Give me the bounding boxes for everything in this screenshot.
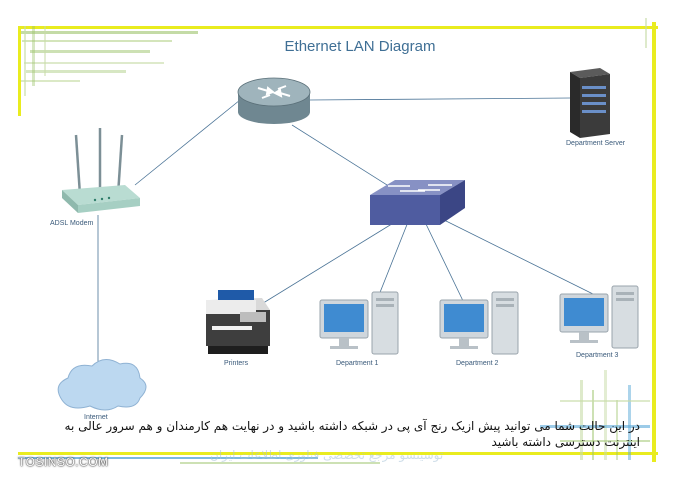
label-department-1: Department 1 bbox=[336, 360, 379, 367]
router-icon bbox=[237, 77, 311, 124]
label-department-2: Department 2 bbox=[456, 360, 499, 367]
diagram-title: Ethernet LAN Diagram bbox=[284, 38, 436, 55]
label-department-server: Department Server bbox=[566, 140, 626, 147]
department-2-computer-icon bbox=[439, 291, 519, 355]
caption-text: در این حالت شما می توانید پیش ازیک رنج آ… bbox=[64, 419, 640, 449]
adsl-modem-icon bbox=[62, 128, 140, 213]
server-icon bbox=[570, 68, 610, 138]
department-1-computer-icon bbox=[319, 291, 399, 355]
watermark-text: توسینسو مرجع تخصصی فناوری اطلاعات ایران bbox=[210, 448, 444, 462]
brand-logo-text: TOSINSO.COM bbox=[18, 455, 109, 469]
switch-icon bbox=[370, 180, 465, 225]
printer-icon bbox=[206, 290, 270, 354]
internet-cloud-icon bbox=[57, 359, 147, 411]
label-department-3: Department 3 bbox=[576, 352, 619, 359]
label-internet: Internet bbox=[84, 414, 108, 421]
department-3-computer-icon bbox=[559, 285, 639, 349]
stripes-top-left bbox=[18, 26, 658, 116]
network-links bbox=[97, 97, 596, 368]
label-adsl-modem: ADSL Modem bbox=[50, 220, 94, 227]
stripes-bottom bbox=[18, 370, 658, 464]
label-printers: Printers bbox=[224, 360, 249, 367]
